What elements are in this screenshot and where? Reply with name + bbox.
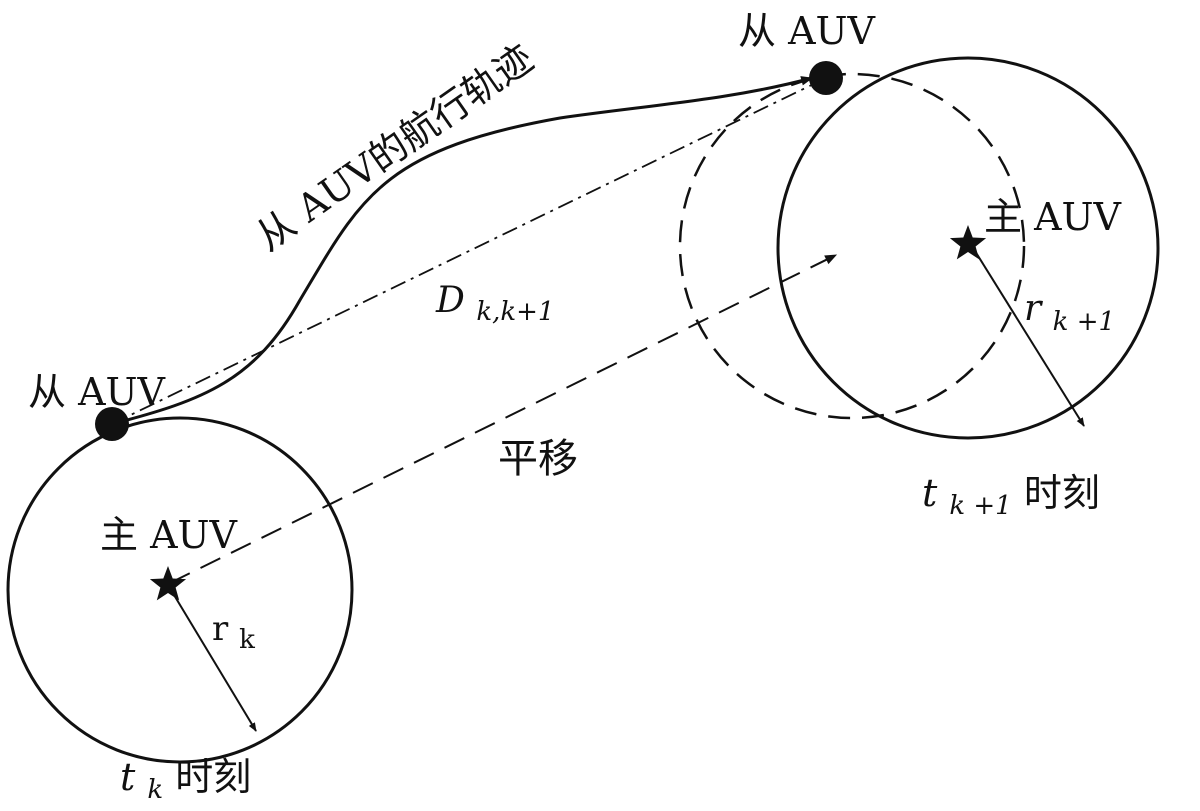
radius-k-sub: k — [239, 625, 255, 655]
time-k1-suffix: 时刻 — [1024, 471, 1100, 515]
distance-line — [111, 77, 827, 425]
radius-k1-main: r — [1024, 288, 1043, 329]
time-label-k: t k 时刻 — [120, 755, 251, 807]
slave-auv-label-k1: 从 AUV — [738, 9, 876, 53]
radius-label-k1: r k +1 — [1024, 288, 1115, 337]
time-k1-sub: k +1 — [949, 491, 1011, 521]
slave-trajectory-path — [111, 76, 814, 426]
time-k-suffix: 时刻 — [175, 755, 251, 799]
range-circle-k1 — [776, 56, 1160, 440]
range-circle-k — [6, 416, 354, 764]
time-label-k1: t k +1 时刻 — [922, 471, 1100, 523]
slave-auv-dot-k1 — [809, 61, 843, 95]
master-auv-star-k — [149, 566, 187, 601]
master-auv-star-k1 — [949, 225, 987, 260]
distance-label: D k,k+1 — [435, 280, 554, 327]
translation-label: 平移 — [498, 436, 578, 482]
distance-label-sub: k,k+1 — [476, 297, 554, 327]
trajectory-label: 从 AUV的航行轨迹 — [248, 36, 541, 260]
master-auv-label-k: 主 AUV — [100, 513, 238, 557]
master-auv-label-k1: 主 AUV — [984, 195, 1122, 239]
translated-circle-dashed — [678, 72, 1026, 420]
time-k-sub: k — [147, 775, 163, 805]
radius-k1-sub: k +1 — [1053, 307, 1115, 337]
radius-arrow-k1 — [969, 242, 1085, 427]
radius-arrow-k — [167, 584, 257, 732]
distance-label-main: D — [435, 280, 465, 321]
radius-k-main: r — [212, 609, 229, 649]
slave-auv-dot-k — [95, 407, 129, 441]
time-k1-main: t — [922, 471, 938, 515]
slave-auv-label-k: 从 AUV — [28, 370, 166, 414]
translation-arrow — [169, 254, 838, 584]
time-k-main: t — [120, 755, 136, 799]
radius-label-k: r k — [212, 609, 255, 655]
